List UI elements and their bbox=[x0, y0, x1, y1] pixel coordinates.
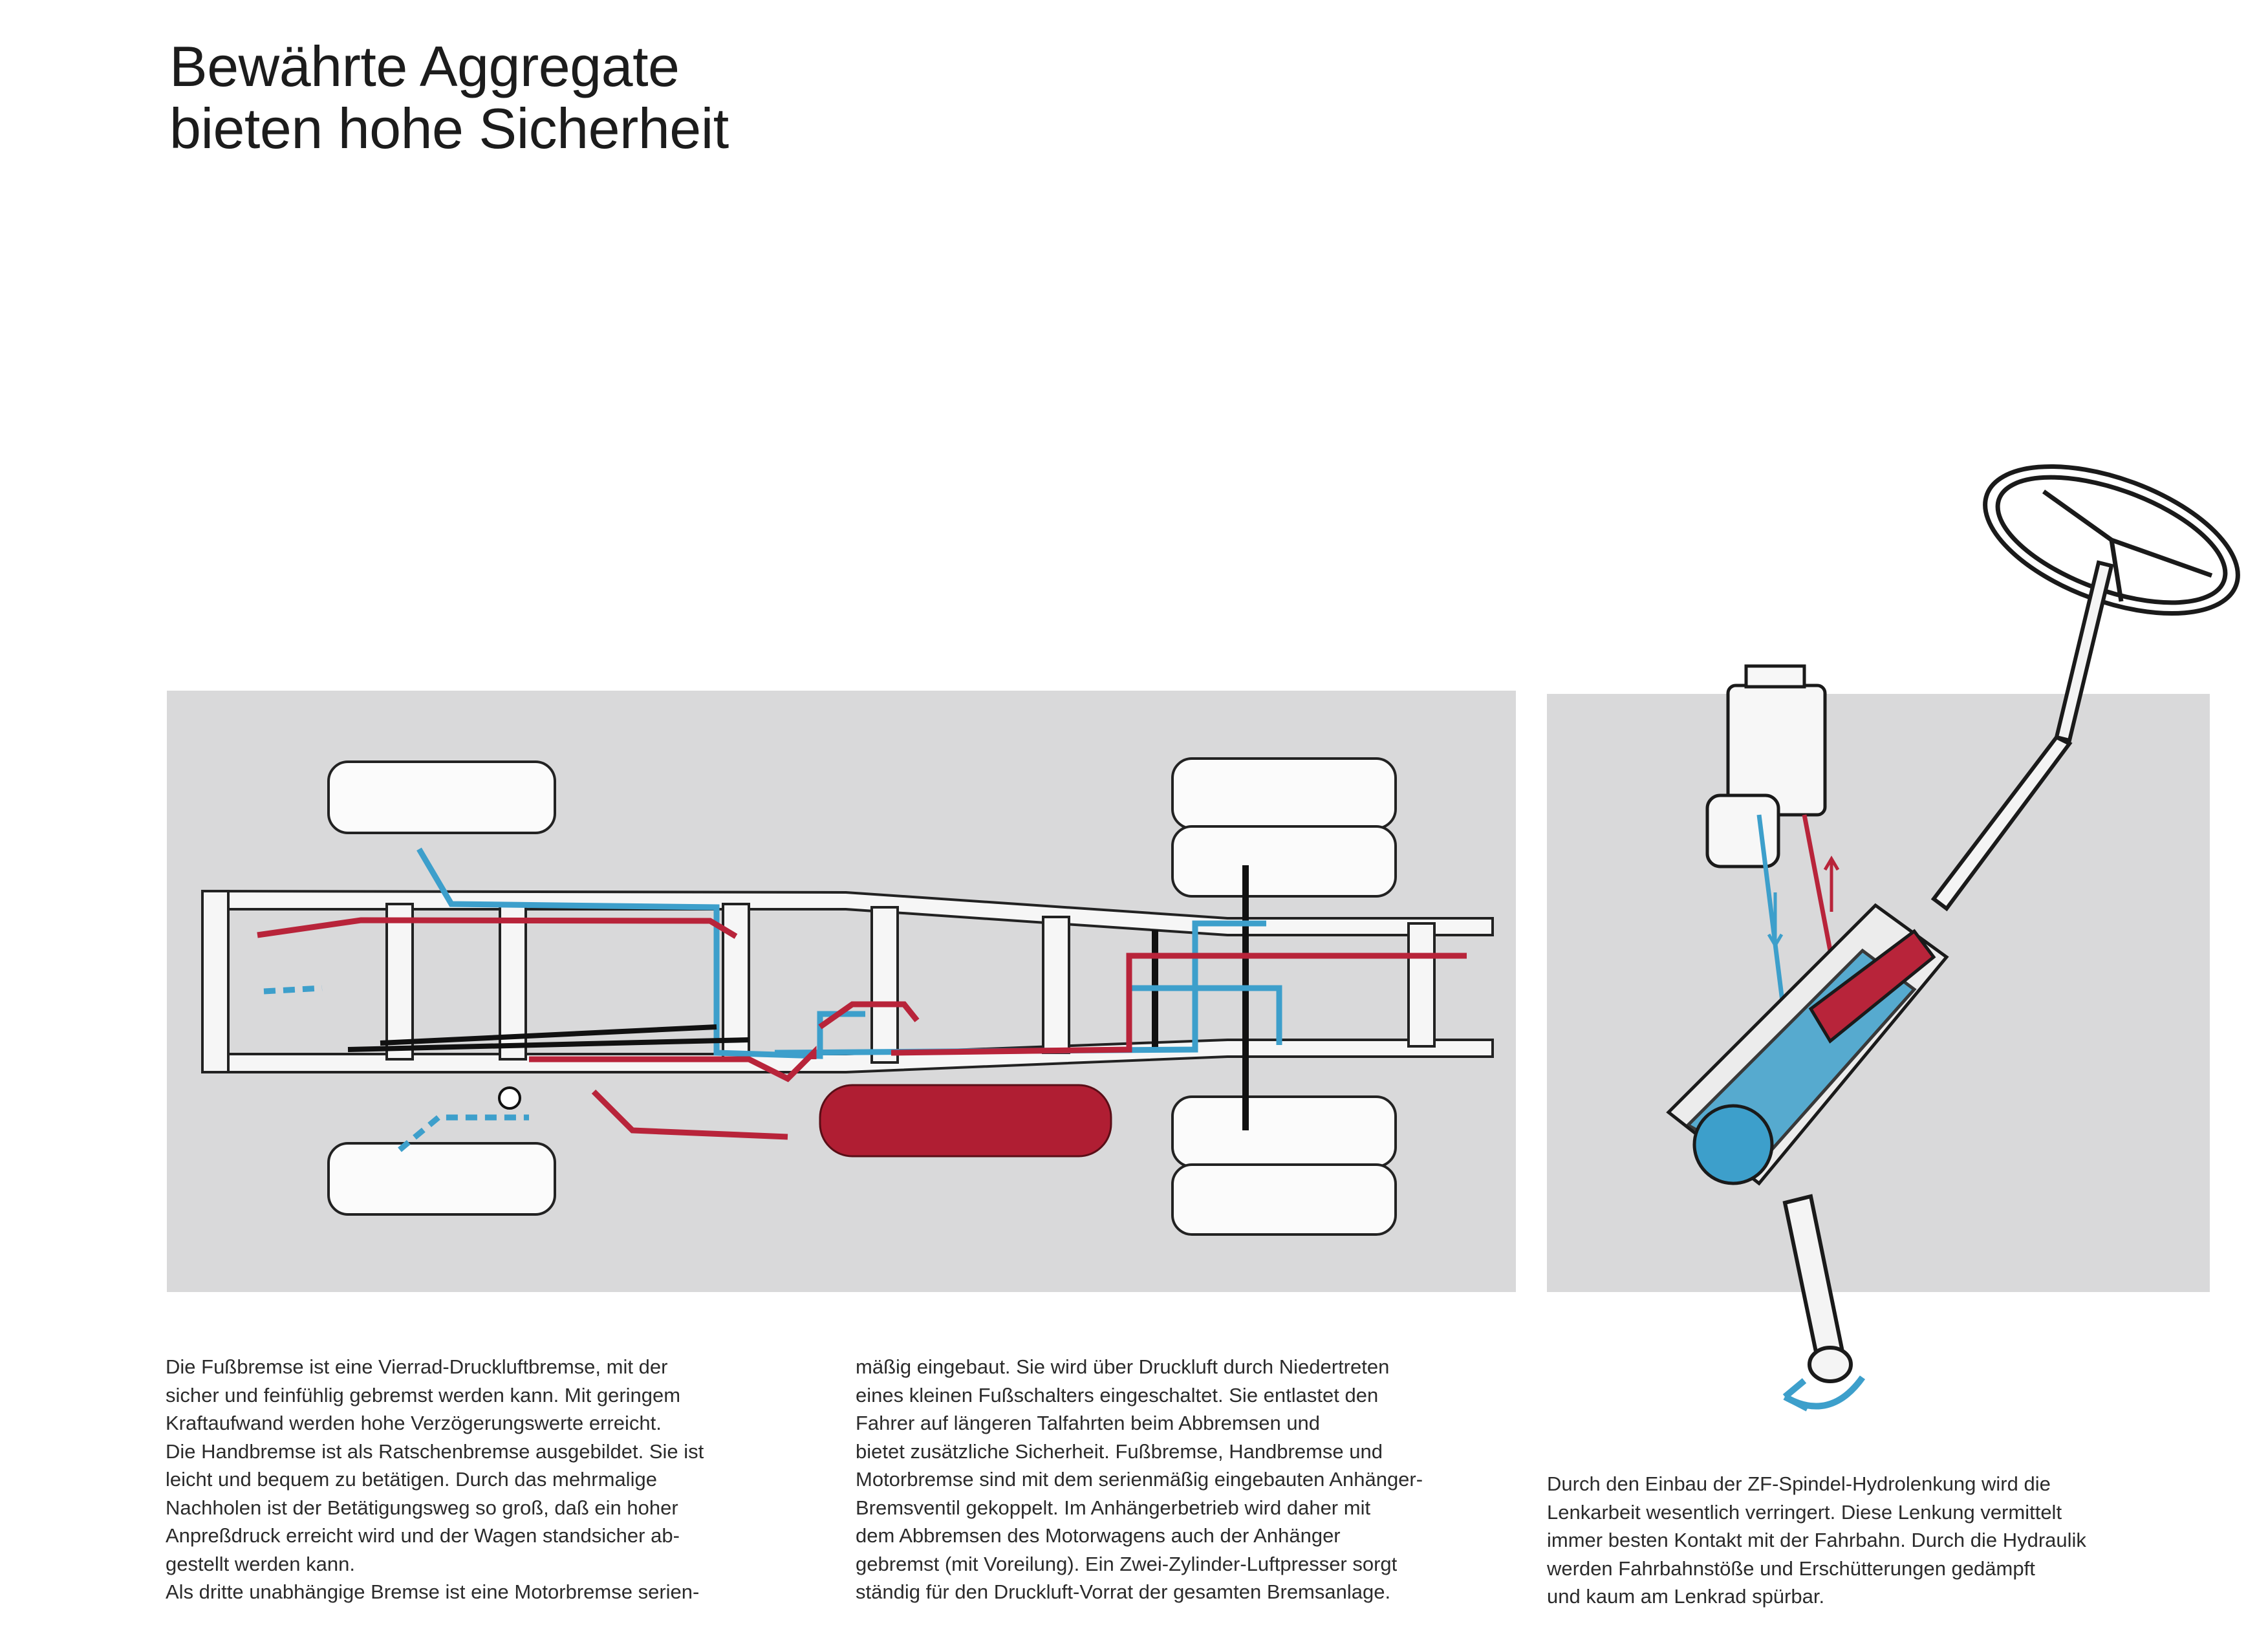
text-line: mäßig eingebaut. Sie wird über Druckluft… bbox=[856, 1355, 1390, 1378]
page-headline: Bewährte Aggregate bieten hohe Sicherhei… bbox=[169, 36, 1075, 160]
text-line: leicht und bequem zu betätigen. Durch da… bbox=[166, 1468, 657, 1491]
text-line: dem Abbremsen des Motorwagens auch der A… bbox=[856, 1524, 1341, 1547]
text-line: Nachholen ist der Betätigungsweg so groß… bbox=[166, 1496, 678, 1519]
text-line: eines kleinen Fußschalters eingeschaltet… bbox=[856, 1383, 1379, 1406]
text-line: Als dritte unabhängige Bremse ist eine M… bbox=[166, 1580, 700, 1603]
text-line: und kaum am Lenkrad spürbar. bbox=[1547, 1585, 1825, 1608]
chassis-diagram bbox=[201, 757, 1494, 1236]
steering-wheel-icon bbox=[1983, 464, 2240, 616]
rotation-arrow-icon bbox=[1782, 1375, 1866, 1412]
text-line: Lenkarbeit wesentlich verringert. Diese … bbox=[1547, 1500, 2062, 1524]
headline-line-2: bieten hohe Sicherheit bbox=[169, 96, 729, 160]
front-wheel-bottom bbox=[327, 1142, 556, 1216]
brake-system-illustration bbox=[167, 691, 1516, 1292]
text-line: Bremsventil gekoppelt. Im Anhängerbetrie… bbox=[856, 1496, 1371, 1519]
headline-line-1: Bewährte Aggregate bbox=[169, 34, 680, 98]
handbrake-linkage bbox=[347, 1024, 750, 1052]
text-line: gebremst (mit Voreilung). Ein Zwei-Zylin… bbox=[856, 1552, 1398, 1575]
text-line: Fahrer auf längeren Talfahrten beim Abbr… bbox=[856, 1412, 1321, 1434]
text-line: sicher und feinfühlig gebremst werden ka… bbox=[166, 1383, 681, 1406]
text-line: Durch den Einbau der ZF-Spindel-Hydrolen… bbox=[1547, 1472, 2051, 1495]
text-line: Kraftaufwand werden hohe Verzögerungswer… bbox=[166, 1412, 662, 1434]
text-line: bietet zusätzliche Sicherheit. Fußbremse… bbox=[856, 1439, 1383, 1463]
text-line: immer besten Kontakt mit der Fahrbahn. D… bbox=[1547, 1529, 2086, 1551]
text-column-brakes-1: Die Fußbremse ist eine Vierrad-Druckluft… bbox=[166, 1353, 704, 1606]
rear-wheels-bottom bbox=[1171, 1095, 1397, 1236]
text-line: Die Fußbremse ist eine Vierrad-Druckluft… bbox=[166, 1355, 668, 1378]
text-line: Motorbremse sind mit dem serienmäßig ein… bbox=[856, 1468, 1423, 1491]
text-line: Die Handbremse ist als Ratschenbremse au… bbox=[166, 1439, 704, 1463]
pressure-gauge-icon bbox=[498, 1086, 521, 1110]
text-column-brakes-2: mäßig eingebaut. Sie wird über Druckluft… bbox=[856, 1353, 1423, 1606]
text-column-steering: Durch den Einbau der ZF-Spindel-Hydrolen… bbox=[1547, 1470, 2086, 1611]
steering-illustration-panel bbox=[1547, 694, 2210, 1292]
front-wheel-top bbox=[327, 760, 556, 834]
text-line: gestellt werden kann. bbox=[166, 1552, 355, 1575]
red-air-lines bbox=[257, 917, 1467, 1140]
rear-wheels-top bbox=[1171, 757, 1397, 898]
text-line: Anpreßdruck erreicht wird und der Wagen … bbox=[166, 1524, 680, 1547]
air-tank bbox=[819, 1084, 1112, 1158]
rear-axle bbox=[1152, 865, 1249, 1130]
text-line: ständig für den Druckluft-Vorrat der ges… bbox=[856, 1580, 1391, 1603]
text-line: werden Fahrbahnstöße und Erschütterungen… bbox=[1547, 1557, 2035, 1580]
